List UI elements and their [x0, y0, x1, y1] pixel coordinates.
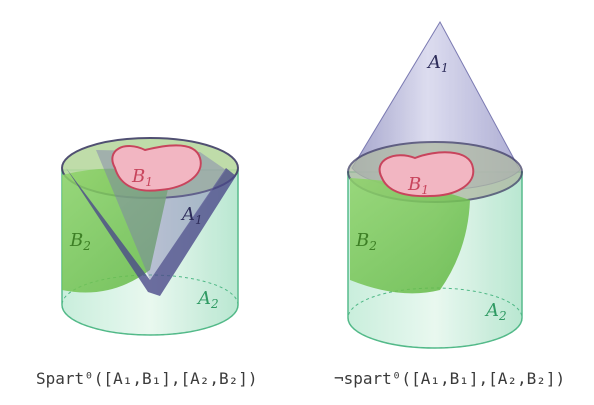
right-cylinder-bottom-rim [347, 287, 523, 349]
right-label-a2: A2 [484, 300, 507, 323]
left-caption: Spart⁰([A₁,B₁],[A₂,B₂]) [36, 369, 258, 388]
right-region-b2 [350, 178, 470, 294]
right-label-a1: A1 [426, 52, 449, 75]
left-label-b1: B1 [131, 166, 153, 189]
left-figure: B1 A1 B2 A2 [61, 137, 239, 336]
right-label-b2: B2 [355, 230, 377, 253]
left-label-b2: B2 [69, 230, 91, 253]
right-label-b1: B1 [407, 174, 429, 197]
left-label-a1: A1 [180, 204, 203, 227]
left-cylinder-bottom-rim [61, 274, 239, 336]
left-region-a1 [66, 168, 236, 296]
left-region-b1 [111, 144, 202, 192]
right-caption: ¬spart⁰([A₁,B₁],[A₂,B₂]) [334, 369, 565, 388]
left-label-a2: A2 [196, 288, 219, 311]
right-figure: A1 B1 B2 A2 [347, 20, 523, 349]
right-region-b1 [378, 151, 475, 198]
